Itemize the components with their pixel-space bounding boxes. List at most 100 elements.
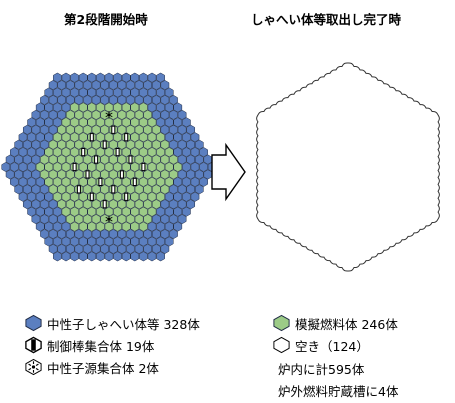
dummy-fuel-cell bbox=[117, 139, 127, 150]
dummy-fuel-cell bbox=[91, 214, 101, 225]
dummy-fuel-cell bbox=[147, 162, 157, 172]
dummy-fuel-cell bbox=[87, 162, 97, 172]
shielding-cell bbox=[35, 221, 45, 232]
shielding-cell bbox=[61, 221, 71, 232]
shielding-cell bbox=[61, 251, 71, 262]
shielding-cell bbox=[151, 243, 161, 254]
shielding-cell bbox=[27, 191, 36, 202]
dummy-fuel-cell bbox=[91, 124, 101, 135]
shielding-cell bbox=[130, 251, 140, 262]
shielding-cell bbox=[31, 199, 41, 210]
dummy-fuel-cell bbox=[108, 139, 118, 150]
control-rod-marker bbox=[132, 177, 137, 187]
shielding-cell bbox=[44, 236, 54, 247]
dummy-fuel-cell bbox=[151, 184, 161, 195]
shielding-cell bbox=[53, 117, 62, 128]
shielding-cell bbox=[173, 221, 183, 232]
shielding-cell bbox=[169, 94, 178, 105]
dummy-fuel-cell bbox=[61, 176, 71, 187]
dummy-fuel-cell bbox=[96, 102, 105, 113]
dummy-fuel-cell bbox=[130, 102, 140, 113]
dummy-fuel-cell bbox=[96, 191, 105, 202]
shielding-cell bbox=[169, 139, 178, 150]
dummy-fuel-cell bbox=[139, 147, 148, 158]
legend-shielding-label: 中性子しゃへい体等 328体 bbox=[47, 316, 200, 332]
shielding-cell bbox=[164, 221, 174, 232]
shielding-cell bbox=[177, 124, 187, 135]
dummy-fuel-cell bbox=[35, 162, 45, 172]
dummy-fuel-cell bbox=[96, 221, 105, 232]
shielding-cell bbox=[113, 87, 122, 98]
shielding-cell bbox=[190, 176, 200, 187]
shielding-cell bbox=[169, 109, 178, 120]
shielding-cell bbox=[147, 251, 157, 262]
shielding-cell bbox=[130, 87, 140, 98]
shielding-cell bbox=[182, 162, 191, 172]
dummy-fuel-cell bbox=[117, 184, 127, 195]
shielding-cell bbox=[143, 94, 153, 105]
shielding-cell bbox=[74, 229, 84, 240]
neutron-source-marker bbox=[105, 215, 113, 223]
dummy-fuel-cell bbox=[91, 184, 101, 195]
shielding-cell bbox=[31, 109, 41, 120]
shielding-cell bbox=[169, 214, 178, 225]
shielding-cell bbox=[108, 229, 118, 240]
shielding-cell bbox=[57, 243, 67, 254]
shielding-cell bbox=[83, 243, 92, 254]
dummy-fuel-cell bbox=[87, 102, 97, 113]
dummy-fuel-cell bbox=[130, 191, 140, 202]
dummy-fuel-cell bbox=[70, 206, 79, 217]
control-rod-marker bbox=[76, 185, 81, 194]
dummy-fuel-cell bbox=[53, 176, 62, 187]
shielding-cell bbox=[121, 236, 131, 247]
shielding-cell bbox=[18, 191, 28, 202]
shielding-cell bbox=[100, 80, 110, 91]
dummy-fuel-cell bbox=[100, 169, 110, 180]
dummy-fuel-cell bbox=[134, 184, 144, 195]
dummy-fuel-cell bbox=[48, 154, 58, 165]
shielding-cell bbox=[74, 80, 84, 91]
dummy-fuel-cell bbox=[104, 221, 114, 232]
shielding-cell bbox=[1, 162, 11, 172]
dummy-fuel-cell bbox=[147, 176, 157, 187]
shielding-cell bbox=[121, 72, 131, 83]
dummy-fuel-cell bbox=[100, 154, 110, 165]
dummy-fuel-cell bbox=[65, 169, 75, 180]
shielding-cell bbox=[35, 206, 45, 217]
shielding-cell bbox=[78, 251, 88, 262]
shielding-cell bbox=[151, 214, 161, 225]
dummy-fuel-cell bbox=[61, 162, 71, 172]
shielding-cell bbox=[27, 206, 36, 217]
shielding-cell bbox=[160, 199, 170, 210]
dummy-fuel-cell bbox=[151, 124, 161, 135]
control-rod-marker bbox=[72, 162, 77, 172]
control-rod-marker bbox=[124, 133, 129, 142]
dummy-fuel-cell bbox=[78, 206, 88, 217]
dummy-fuel-cell bbox=[61, 147, 71, 158]
dummy-fuel-cell bbox=[117, 214, 127, 225]
shielding-cell bbox=[126, 80, 135, 91]
dummy-fuel-cell bbox=[53, 162, 62, 172]
shielding-cell bbox=[44, 117, 54, 128]
dummy-fuel-cell bbox=[156, 176, 165, 187]
shielding-cell bbox=[182, 191, 191, 202]
shielding-cell bbox=[113, 251, 122, 262]
shielding-cell bbox=[61, 102, 71, 113]
shielding-cell bbox=[48, 94, 58, 105]
dummy-fuel-cell bbox=[48, 139, 58, 150]
dummy-fuel-cell bbox=[61, 206, 71, 217]
dummy-fuel-cell bbox=[121, 102, 131, 113]
dummy-fuel-cell bbox=[65, 199, 75, 210]
dummy-fuel-cell bbox=[83, 214, 92, 225]
shielding-cell bbox=[160, 229, 170, 240]
dummy-fuel-cell bbox=[44, 176, 54, 187]
shielding-cell bbox=[53, 236, 62, 247]
dummy-fuel-cell bbox=[78, 102, 88, 113]
shielding-cell bbox=[40, 214, 49, 225]
shielding-cell bbox=[177, 184, 187, 195]
shielding-cell bbox=[18, 162, 28, 172]
shielding-cell bbox=[117, 243, 127, 254]
control-rod-marker bbox=[98, 177, 103, 187]
shielding-cell bbox=[91, 243, 101, 254]
dummy-fuel-cell bbox=[164, 176, 174, 187]
